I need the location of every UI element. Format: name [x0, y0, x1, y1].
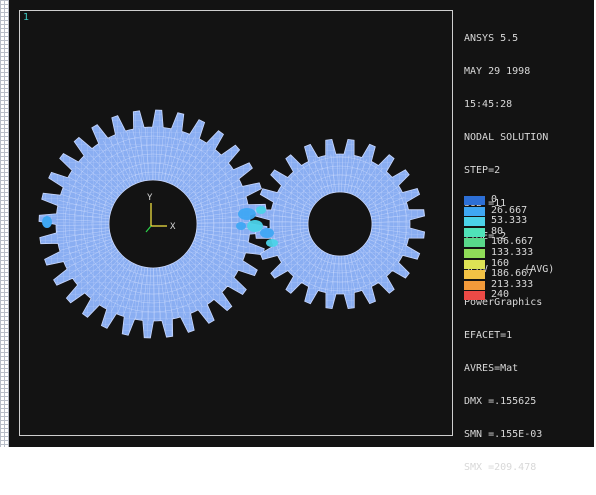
stress-spot	[236, 222, 246, 230]
legend-value: 0	[491, 194, 498, 205]
legend-swatch	[464, 196, 485, 205]
info-line-load-time: TIME=.2	[464, 231, 507, 242]
legend-swatch	[464, 259, 485, 269]
large-gear	[38, 109, 268, 339]
legend-value: 106.667	[491, 236, 534, 248]
gear-bore	[307, 191, 373, 257]
stress-spot	[247, 220, 263, 232]
gear-mesh-plot[interactable]: Y X	[9, 0, 594, 447]
ansys-graphics-window: 1 Y X ANSYS 5.5 MAY 29 1998 15:45:28 NOD…	[9, 0, 594, 473]
stress-spot	[260, 228, 274, 238]
legend-value: 240	[491, 289, 510, 301]
coordinate-triad-icon: Y X	[145, 193, 176, 233]
gear-bore	[108, 179, 198, 269]
stress-spot	[238, 208, 256, 220]
contact-stress-region	[42, 206, 278, 247]
legend-value: 53.333	[491, 215, 528, 227]
triad-y-label: Y	[147, 193, 153, 203]
left-edge-pattern	[0, 0, 9, 447]
info-line-step: STEP=2	[464, 165, 501, 176]
legend-value: 133.333	[491, 247, 534, 258]
stress-spot	[256, 206, 266, 214]
info-line-program: ANSYS 5.5	[464, 33, 519, 44]
info-line-date: MAY 29 1998	[464, 66, 531, 77]
stress-spot	[266, 239, 278, 247]
legend-swatch	[464, 291, 485, 301]
stress-spot	[42, 216, 52, 228]
legend-swatch	[464, 238, 485, 248]
info-line-solution-type: NODAL SOLUTION	[464, 132, 549, 143]
plot-viewport[interactable]	[19, 10, 453, 436]
legend-value: 186.667	[491, 268, 534, 280]
small-gear	[254, 138, 426, 310]
window-number: 1	[23, 12, 30, 23]
info-line-graphics-mode: PowerGraphics	[464, 297, 543, 308]
legend-value: 80	[491, 225, 504, 237]
legend-value: 160	[491, 257, 510, 269]
info-line-smn: SMN =.155E-03	[464, 429, 543, 440]
legend-swatch	[464, 270, 485, 280]
info-line-efacet: EFACET=1	[464, 330, 513, 341]
legend-swatch	[464, 217, 485, 227]
legend-swatch	[464, 206, 485, 216]
legend-swatch	[464, 280, 485, 290]
legend-swatch	[464, 227, 485, 237]
legend-swatch	[464, 249, 485, 258]
info-line-result-item: SEQV (AVG)	[464, 264, 555, 275]
legend-value: 213.333	[491, 278, 534, 290]
triad-x-label: X	[170, 222, 176, 232]
info-line-dmx: DMX =.155625	[464, 396, 537, 407]
legend-value: 26.667	[491, 204, 528, 216]
gear-radial-mesh	[270, 154, 410, 294]
info-line-time: 15:45:28	[464, 99, 513, 110]
info-line-smx: SMX =209.478	[464, 462, 537, 473]
info-line-avres: AVRES=Mat	[464, 363, 519, 374]
